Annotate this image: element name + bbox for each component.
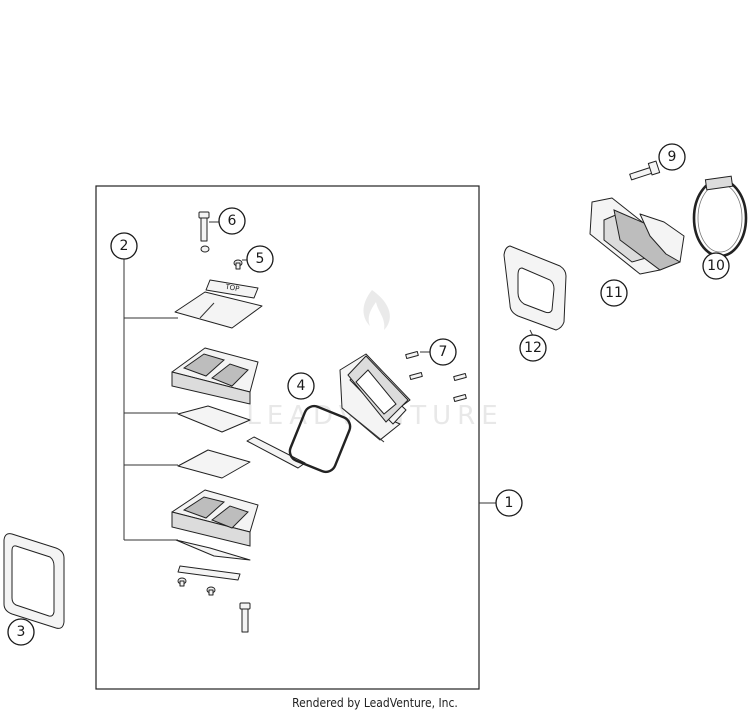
reed-petal-middle-1 — [177, 405, 251, 433]
callout-10: 10 — [702, 252, 730, 280]
callout-1: 1 — [495, 489, 523, 517]
gasket-12 — [503, 245, 567, 331]
svg-text:7: 7 — [439, 344, 448, 360]
stop-plate — [177, 565, 241, 581]
callout-5: 5 — [246, 245, 274, 273]
reed-block-upper — [171, 347, 259, 405]
gasket-3 — [3, 533, 65, 629]
callout-2: 2 — [110, 232, 138, 260]
hose-clamp-10 — [692, 175, 748, 258]
svg-text:6: 6 — [228, 213, 237, 229]
o-ring-gasket-4 — [288, 404, 352, 474]
assembly-frame — [95, 185, 480, 690]
reed-petal-upper — [174, 291, 263, 329]
callout-7: 7 — [429, 338, 457, 366]
intake-manifold-11 — [589, 197, 685, 275]
svg-text:4: 4 — [297, 378, 306, 394]
bolt-9 — [629, 160, 661, 181]
svg-text:10: 10 — [707, 258, 725, 274]
bottom-screws — [177, 577, 216, 596]
top-plate: TOP — [205, 279, 259, 299]
housing-screws-7 — [405, 351, 467, 402]
svg-text:5: 5 — [256, 251, 265, 267]
callout-11: 11 — [600, 279, 628, 307]
svg-text:9: 9 — [668, 149, 677, 165]
screw-6 — [198, 211, 220, 242]
item-2-bracket — [123, 258, 178, 541]
callout-3: 3 — [7, 618, 35, 646]
washer — [200, 245, 210, 253]
watermark-flame-icon — [363, 290, 390, 330]
callout-9: 9 — [658, 143, 686, 171]
svg-text:11: 11 — [605, 285, 623, 301]
footer-credit: Rendered by LeadVenture, Inc. — [292, 696, 458, 710]
callout-6: 6 — [218, 207, 246, 235]
screw-5 — [233, 259, 248, 270]
reed-housing — [339, 353, 411, 443]
reed-petal-lower — [175, 539, 251, 561]
callout-12: 12 — [519, 334, 547, 362]
long-bolt — [239, 602, 251, 633]
top-decal-text: TOP — [224, 283, 240, 293]
reed-petal-middle-2 — [177, 449, 251, 479]
callout-4: 4 — [287, 372, 315, 400]
svg-text:3: 3 — [17, 624, 26, 640]
svg-text:2: 2 — [120, 238, 129, 254]
svg-text:12: 12 — [524, 340, 542, 356]
reed-block-lower — [171, 489, 259, 547]
spacer-bar — [246, 436, 306, 469]
svg-text:1: 1 — [505, 495, 514, 511]
